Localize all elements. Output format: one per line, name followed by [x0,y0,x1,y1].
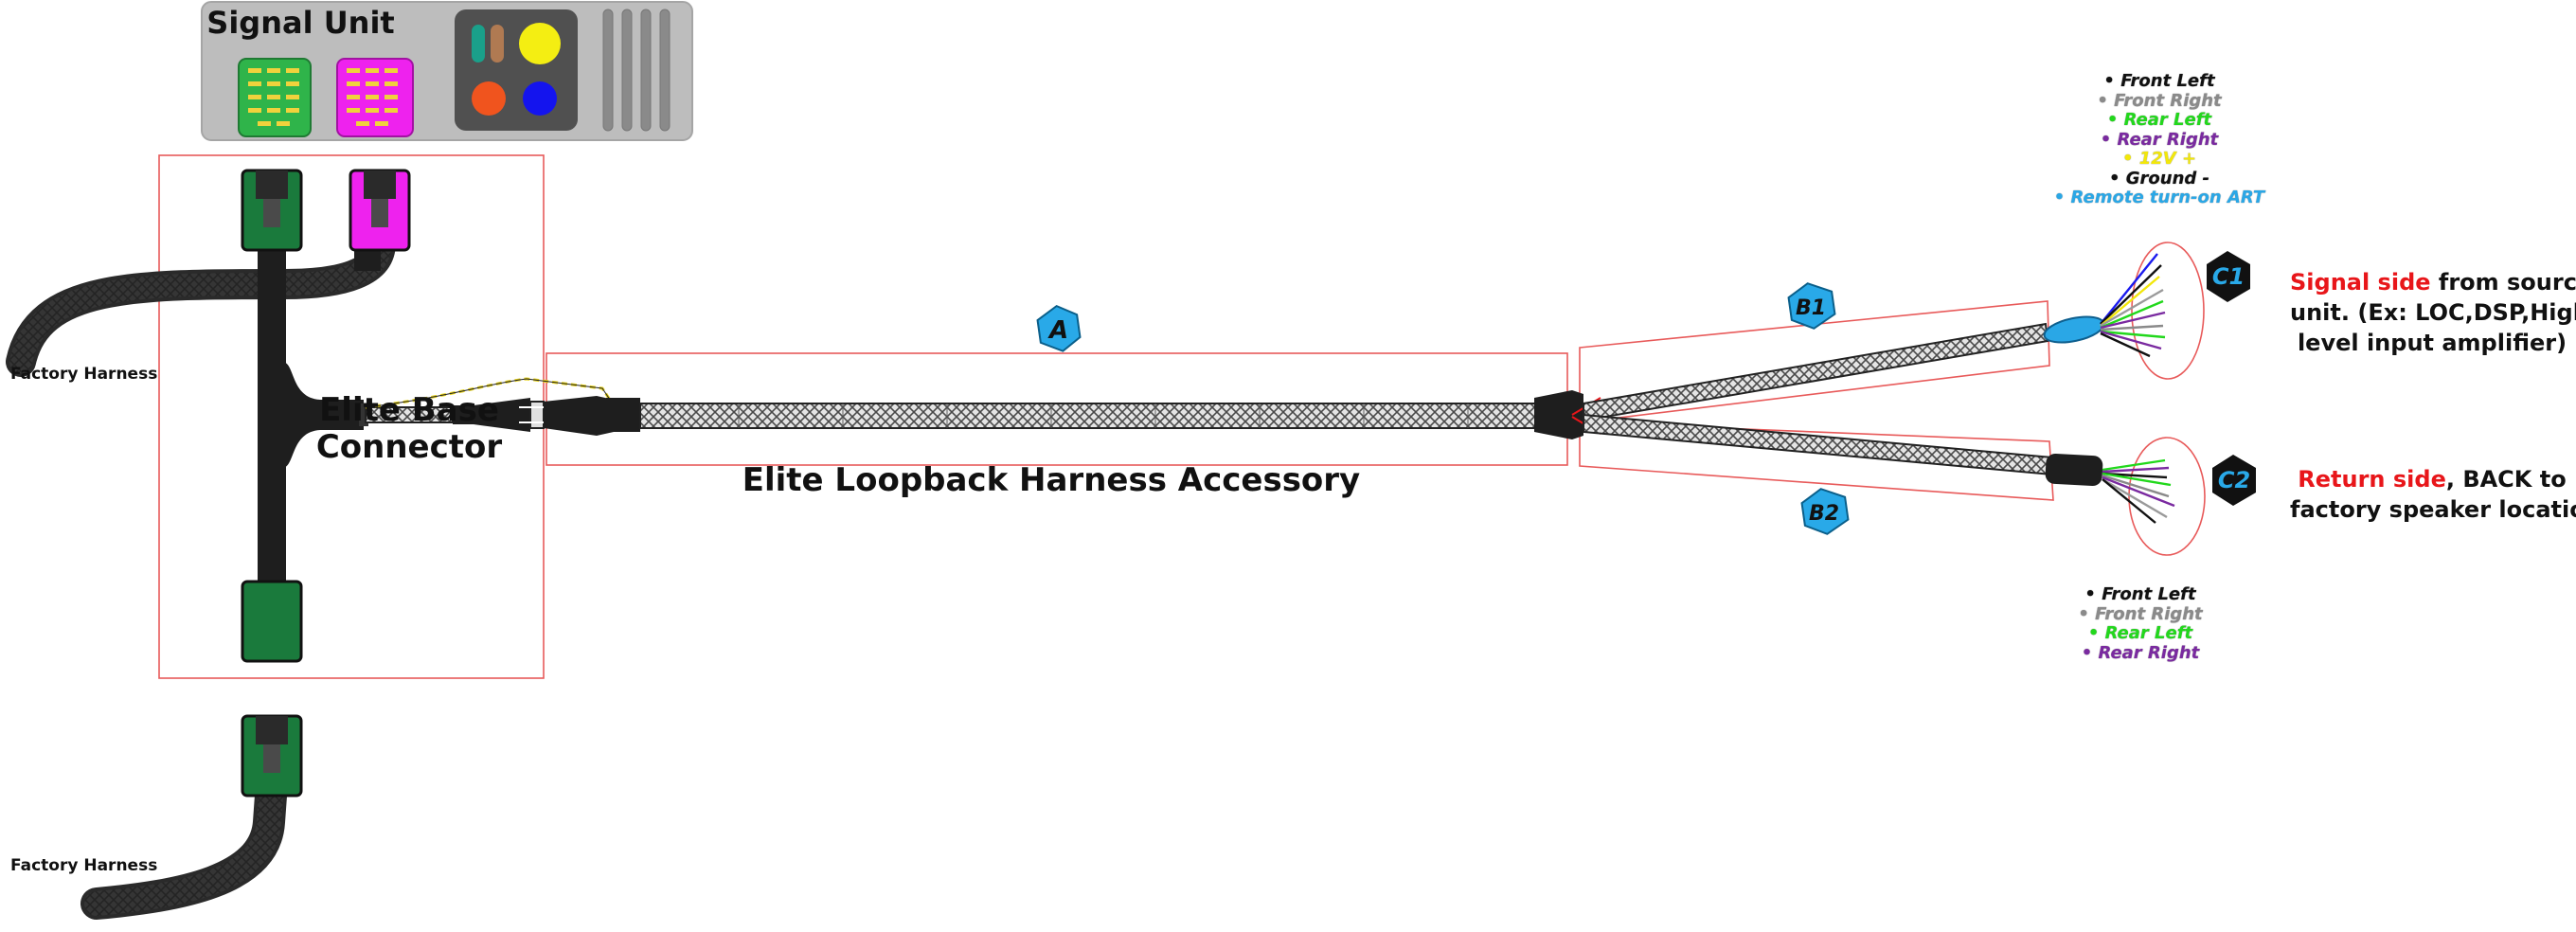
badge-c1: C1 [2207,251,2250,302]
base-bottom-green-connector-icon [241,580,303,663]
factory-harness-top-label: Factory Harness [10,365,158,384]
return-side-line2: factory speaker location [2290,496,2576,523]
legend-item: • Rear Right [2081,642,2200,663]
section-a-cable [639,390,1601,439]
legend-item: • Ground - [2108,168,2210,188]
factory-harness-top-cable [6,227,396,377]
base-connector-label-line2: Connector [315,428,503,467]
c1-wire-fanout [2043,253,2166,358]
legend-item: • Front Left [2103,71,2215,91]
signal-side-line3: level input amplifier) [2297,330,2567,356]
base-magenta-connector-icon [349,169,411,252]
badge-c1-label: C1 [2212,263,2245,290]
section-c2-outline [2128,437,2206,556]
factory-harness-bottom-cable [80,780,287,920]
factory-harness-bottom-label: Factory Harness [10,856,158,875]
return-side-highlight: Return side [2298,466,2446,493]
legend-bottom: • Front Left• Front Right• Rear Left• Re… [1998,584,2282,663]
factory-bottom-green-connector-icon [241,714,303,798]
badge-c2-label: C2 [2218,467,2250,493]
section-b2-cable [1583,413,2103,487]
section-b2-outline [1579,421,2054,501]
badge-b1: B1 [1787,282,1836,330]
signal-unit-title: Signal Unit [206,5,395,41]
legend-item: • Rear Left [2087,623,2193,643]
badge-c2: C2 [2212,455,2256,506]
signal-unit-green-port-icon [238,58,312,137]
legend-item: • Front Left [2084,584,2196,604]
accessory-label: Elite Loopback Harness Accessory [742,461,1361,499]
legend-item: • Front Right [2097,90,2222,111]
legend-item: • Rear Left [2106,110,2212,130]
base-pigtail [365,377,640,436]
badge-a: A [1036,304,1082,352]
section-c1-outline [2131,242,2205,380]
base-top-green-connector-icon [241,169,303,252]
legend-item: • 12V + [2121,149,2197,169]
badge-a-label: A [1047,316,1068,345]
legend-item: • Rear Right [2100,129,2219,150]
signal-unit [201,1,693,141]
base-connector-label-line1: Elite Base [319,391,499,429]
signal-side-note: Signal side from source unit. (Ex: LOC,D… [2290,267,2576,358]
signal-unit-magenta-port-icon [336,58,414,137]
base-connector-label: Elite Base Connector [314,391,504,467]
return-side-line1-rest: , BACK to [2445,466,2567,493]
signal-unit-rca-jacks-icon [455,9,578,131]
signal-side-line2: unit. (Ex: LOC,DSP,High [2290,299,2576,326]
badge-b2-label: B2 [1809,502,1839,526]
signal-side-highlight: Signal side [2290,269,2431,296]
badge-b1-label: B1 [1796,296,1826,320]
legend-item: • Front Right [2078,603,2203,624]
signal-side-line1-rest: from source [2438,269,2576,296]
signal-unit-vent-icon [602,9,671,132]
c2-wire-fanout [2102,458,2175,524]
legend-top: • Front Left• Front Right• Rear Left• Re… [2017,71,2301,208]
return-side-note: Return side, BACK to factory speaker loc… [2290,464,2576,525]
legend-item: • Remote turn-on ART [2053,188,2265,207]
section-b1-cable [1583,322,2049,422]
badge-b2: B2 [1800,488,1850,535]
base-connector-harness [258,233,381,589]
